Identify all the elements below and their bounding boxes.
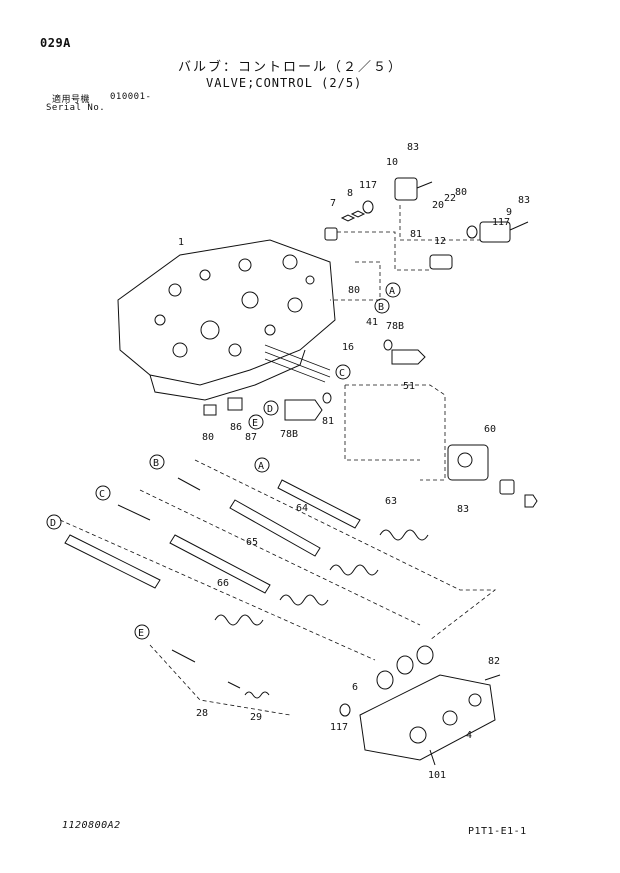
part-label-87: 87 [245,432,257,443]
part-label-9: 9 [506,207,512,218]
serial-label-japanese: 適用号機 [52,95,91,105]
page-code: 029A [40,36,71,50]
part-label-10: 10 [386,157,398,168]
part-label-78b-top: 78B [386,321,404,332]
page-reference: P1T1-E1-1 [468,826,527,837]
callout-d-spool: D [50,518,56,529]
part-label-83-right: 83 [518,195,530,206]
callout-c-spool: C [99,489,105,500]
callout-a-spool: A [258,461,264,472]
callout-a-top: A [389,286,395,297]
callout-b-top: B [378,302,384,313]
part-label-7: 7 [330,198,336,209]
part-label-28: 28 [196,708,208,719]
callout-b-spool: B [153,458,159,469]
part-label-12: 12 [434,236,446,247]
spool-and-spring-set [59,459,497,716]
part-label-6: 6 [352,682,358,693]
part-label-20: 20 [432,200,444,211]
drawing-id: 1120800A2 [62,820,121,831]
part-label-60: 60 [484,424,496,435]
part-label-80-mid: 80 [348,285,360,296]
part-label-8: 8 [347,188,353,199]
part-label-117-bottom: 117 [330,722,348,733]
part-label-83-top: 83 [407,142,419,153]
part-label-41: 41 [366,317,378,328]
part-label-83-bottom: 83 [457,504,469,515]
part-label-101: 101 [428,770,446,781]
callout-e-mid: E [252,418,258,429]
part-label-4: 4 [466,730,472,741]
spring-coils [214,529,429,626]
part-label-81-top: 81 [410,229,422,240]
part-label-80-bottom: 80 [202,432,214,443]
part-label-117-top: 117 [359,180,377,191]
part-label-81-bottom: 81 [322,416,334,427]
part-label-78b-bottom: 78B [280,429,298,440]
part-number-labels: 1 4 6 7 8 9 10 12 16 20 22 28 29 41 51 6… [178,142,530,781]
page-title-english: VALVE;CONTROL (2/5) [206,76,363,90]
part-label-86: 86 [230,422,242,433]
part-label-117-right: 117 [492,217,510,228]
valve-body [117,239,336,401]
part-label-22: 22 [444,193,456,204]
part-label-51: 51 [403,381,415,392]
part-label-80-top: 80 [455,187,467,198]
page-title-japanese: バルブ：コントロール（２／５） [178,60,404,75]
callout-circles [46,282,401,640]
part-label-16: 16 [342,342,354,353]
part-label-66: 66 [217,578,229,589]
end-cover [171,645,501,766]
upper-accessory-parts [324,177,529,301]
part-label-65: 65 [246,537,258,548]
callout-d-mid: D [267,404,273,415]
part-label-63: 63 [385,496,397,507]
serial-number: 010001- [110,92,152,102]
callout-e-spool: E [138,628,144,639]
middle-plug-parts [203,339,538,508]
part-label-29: 29 [250,712,262,723]
callout-c-mid: C [339,368,345,379]
part-label-82: 82 [488,656,500,667]
serial-label-english: Serial No. [46,103,106,113]
part-label-64: 64 [296,503,308,514]
part-label-1: 1 [178,237,184,248]
